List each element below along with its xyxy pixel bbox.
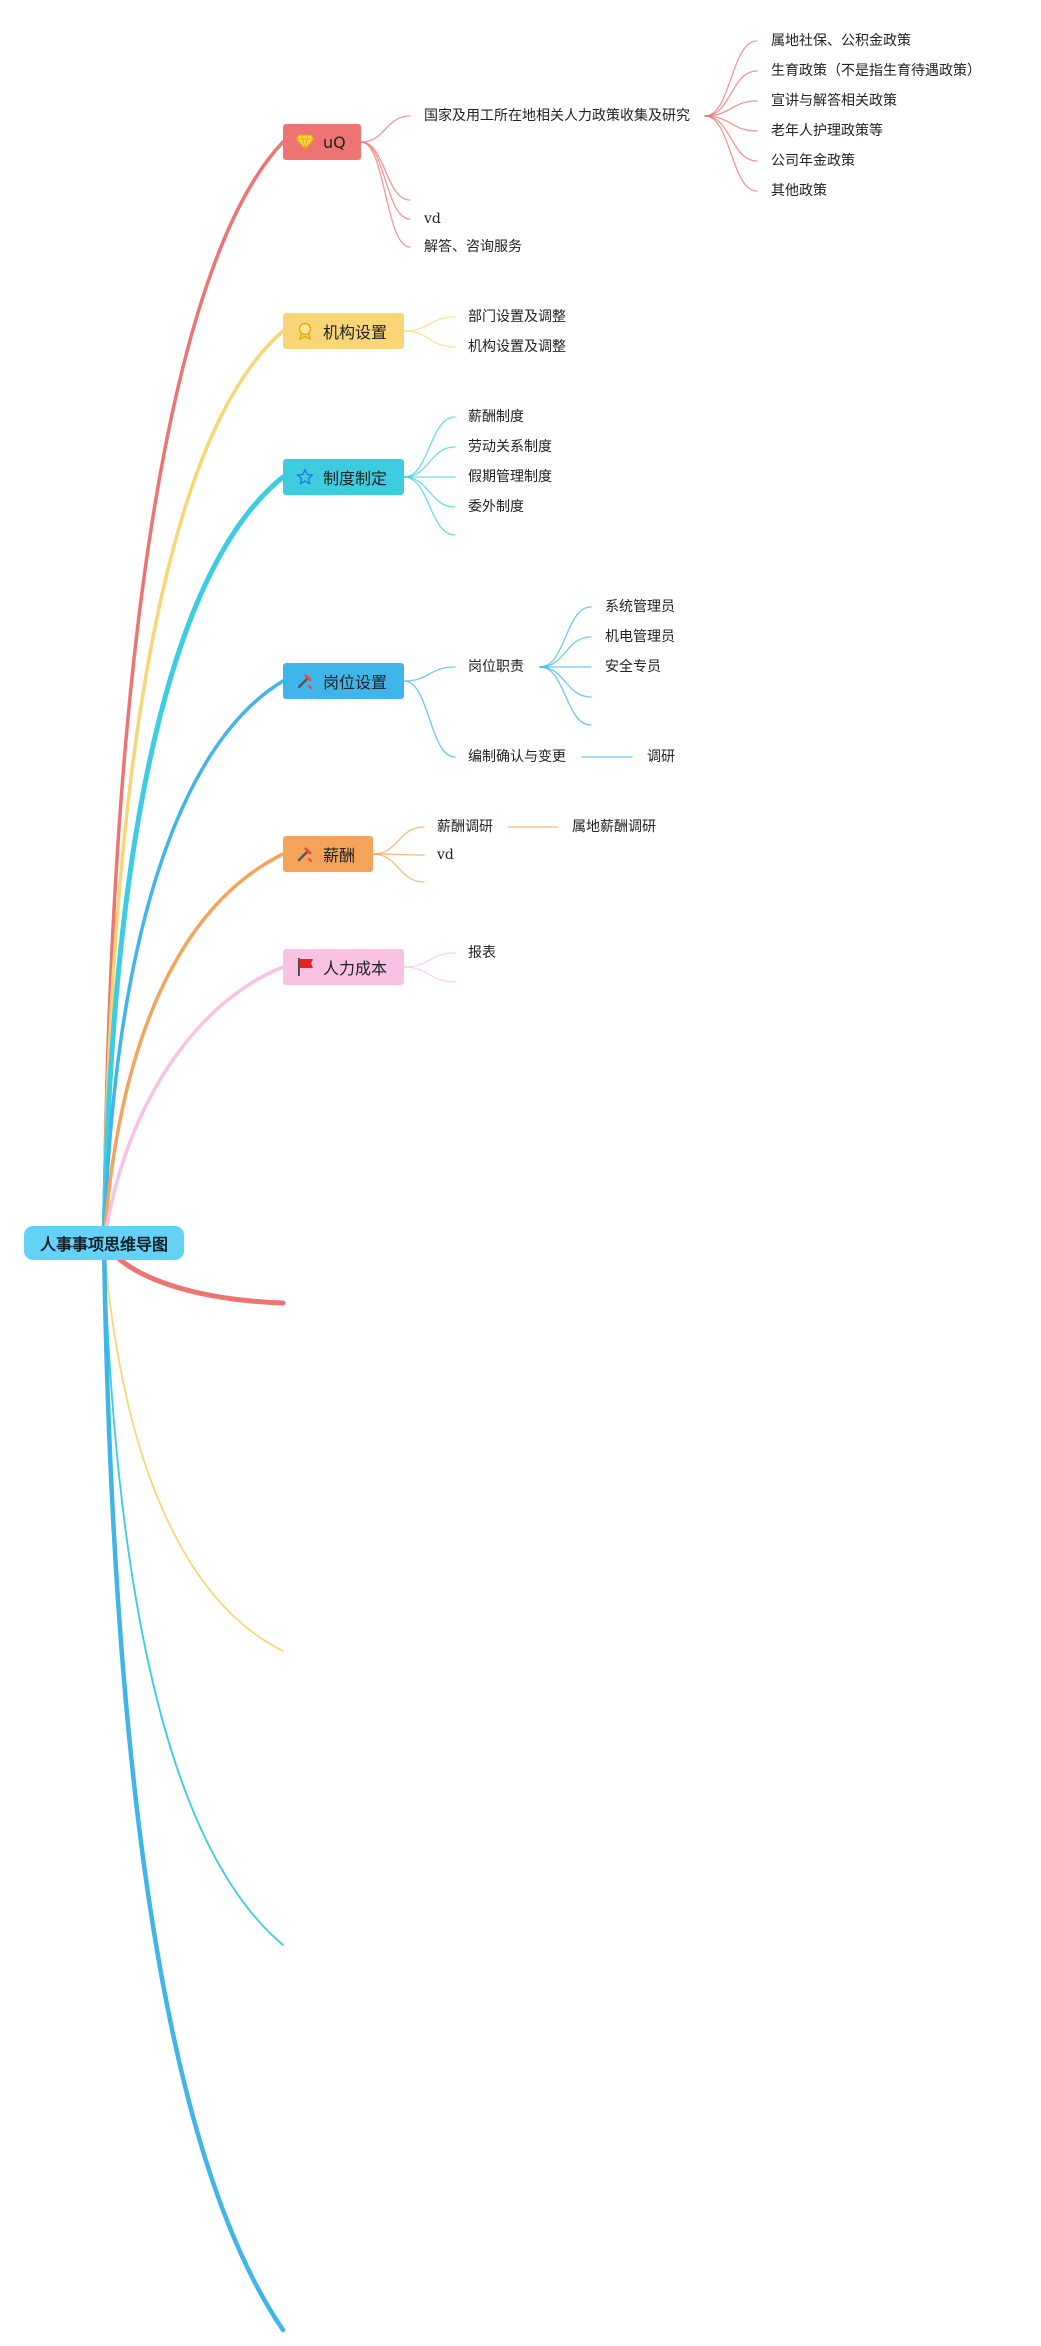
edge-uq-0 [360,115,411,143]
topic-policy-briefing[interactable]: 宣讲与解答相关政策 [771,93,897,109]
topic-annuity-policy[interactable]: 公司年金政策 [771,153,855,169]
edge-duties-3 [539,666,592,698]
branch-label: 机构设置 [323,323,388,342]
topic-outsourcing[interactable]: 委外制度 [468,499,524,515]
topic-policy-research[interactable]: 国家及用工所在地相关人力政策收集及研究 [424,108,690,124]
topic-report[interactable]: 报表 [468,945,496,961]
edge-position-1 [403,680,456,758]
connector-uq [102,140,285,1245]
topic-research[interactable]: 调研 [647,749,675,765]
topic-safety-officer[interactable]: 安全专员 [605,659,661,675]
branch-label: 人力成本 [323,959,388,978]
edge-policy-4 [704,115,758,162]
branch-policy-making[interactable]: 制度制定 [283,459,404,495]
topic-social-security-policy[interactable]: 属地社保、公积金政策 [771,33,911,49]
branch-org-setup[interactable]: 机构设置 [283,313,404,349]
connector-policy-making [101,474,286,1246]
branch-label: uQ [323,132,346,152]
edge-policymaking-0 [403,416,456,478]
topic-headcount[interactable]: 编制确认与变更 [468,749,566,765]
connector-compensation [102,852,285,1245]
topic-elderly-care-policy[interactable]: 老年人护理政策等 [771,123,883,139]
edge-position-0 [403,666,456,682]
star-icon [295,467,315,487]
award-icon [295,321,315,341]
branch-label: 岗位设置 [323,673,388,692]
branch-compensation[interactable]: 薪酬 [283,836,373,872]
branch-label: 薪酬 [323,846,356,865]
topic-maternity-policy[interactable]: 生育政策（不是指生育待遇政策） [771,63,981,79]
edge-duties-1 [539,636,592,668]
topic-consulting-service[interactable]: 解答、咨询服务 [424,239,522,255]
connector-org-setup [102,329,285,1245]
connector-labor-cost [102,965,285,1245]
edge-policy-0 [704,40,758,117]
edge-laborcost-0 [403,952,456,968]
flag-icon [295,957,315,977]
topic-org-adjust[interactable]: 机构设置及调整 [468,339,566,355]
edge-laborcost-1 [403,966,456,983]
edge-compensation-0 [372,826,425,855]
topic-mechanical-admin[interactable]: 机电管理员 [605,629,675,645]
branch-labor-cost[interactable]: 人力成本 [283,949,404,985]
tools-icon [295,671,315,691]
edge-policymaking-4 [403,476,456,536]
edge-duties-4 [539,666,592,726]
edge-policy-5 [704,115,758,192]
branch-label: 制度制定 [323,469,388,488]
edge-policy-2 [704,100,758,117]
topic-other-policy[interactable]: 其他政策 [771,183,827,199]
edge-policymaking-3 [403,476,456,508]
edge-policy-1 [704,70,758,117]
edge-uq-1 [360,141,411,201]
gem-icon [295,132,315,152]
edge-uq-2 [360,141,411,220]
tools-icon [295,844,315,864]
branch-uq[interactable]: uQ [283,124,361,160]
branch-position-setup[interactable]: 岗位设置 [283,663,404,699]
topic-system-admin[interactable]: 系统管理员 [605,599,675,615]
root-topic[interactable]: 人事事项思维导图 [24,1226,184,1260]
edge-org-1 [403,330,456,348]
topic-vd[interactable]: vd [437,847,454,863]
topic-labor-relations[interactable]: 劳动关系制度 [468,439,552,455]
connector-lower-yellow [103,1242,284,1652]
topic-local-salary-research[interactable]: 属地薪酬调研 [572,819,656,835]
topic-dept-setup[interactable]: 部门设置及调整 [468,309,566,325]
connector-lower-cyan [103,1242,284,1946]
topic-vd[interactable]: vd [424,211,441,227]
edge-uq-3 [360,141,411,248]
topic-salary-system[interactable]: 薪酬制度 [468,409,524,425]
edge-compensation-2 [372,853,425,883]
connector-lower-blue [101,1240,286,2333]
topic-job-duties[interactable]: 岗位职责 [468,659,524,675]
connector-position-setup [102,679,285,1245]
topic-leave-management[interactable]: 假期管理制度 [468,469,552,485]
edge-duties-0 [539,606,592,668]
topic-salary-research[interactable]: 薪酬调研 [437,819,493,835]
edge-org-0 [403,316,456,332]
edge-policymaking-1 [403,446,456,478]
